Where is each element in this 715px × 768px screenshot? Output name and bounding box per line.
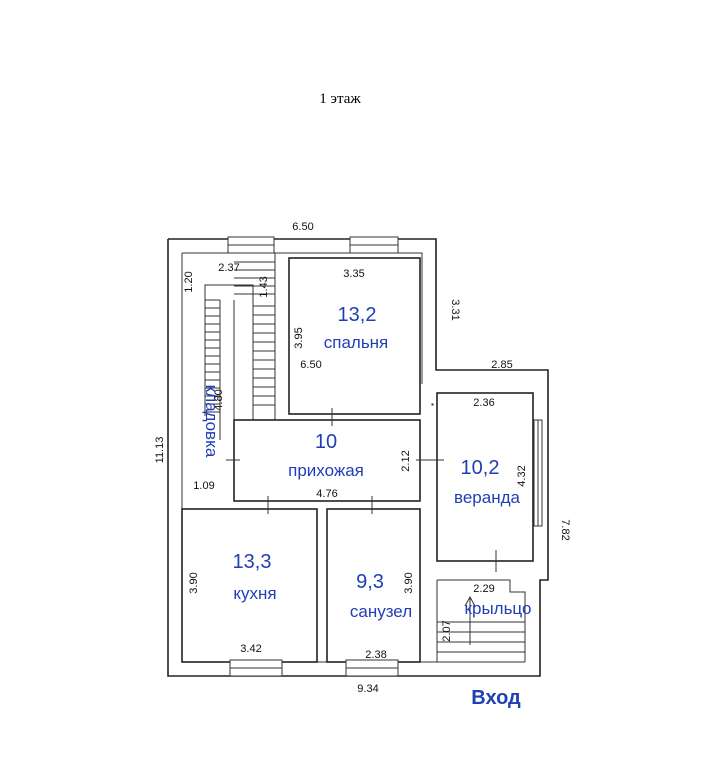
dim-bath-width: 2.38: [365, 649, 386, 661]
dim-bedroom-height: 3.95: [293, 327, 305, 348]
hall-area: 10: [315, 431, 337, 453]
entry-arrow: [464, 595, 476, 645]
dim-kitchen-height: 3.90: [188, 572, 200, 593]
door-markers: [226, 408, 497, 572]
bedroom-area: 13,2: [338, 304, 377, 326]
dim-veranda-width: 2.36: [473, 397, 494, 409]
bedroom: [288, 257, 421, 415]
dim-stair-left: 1.20: [183, 271, 195, 292]
kitchen-area: 13,3: [233, 551, 272, 573]
dim-veranda-outer: 2.85: [491, 359, 512, 371]
dim-stair-width: 2.37: [218, 262, 239, 274]
dim-storage-height: 4.80: [213, 389, 225, 410]
dim-stair-right: 1.43: [258, 276, 270, 297]
staircase: [204, 253, 276, 440]
bottom-windows: [229, 659, 399, 677]
veranda-name: веранда: [454, 488, 521, 507]
dim-hall-height: 2.12: [400, 450, 412, 471]
dim-bath-height: 3.90: [403, 572, 415, 593]
dim-top-width: 6.50: [292, 221, 313, 233]
dim-right-offset: 3.31: [449, 299, 461, 320]
dim-kitchen-width: 3.42: [240, 643, 261, 655]
dim-porch-height: 2.07: [441, 620, 453, 641]
dim-bottom-width: 9.34: [357, 683, 378, 695]
dim-right-total: 7.82: [559, 519, 571, 540]
entry-label: Вход: [471, 687, 521, 709]
storage-name: кладовка: [202, 385, 221, 458]
porch-steps: [436, 579, 526, 662]
bathroom-area: 9,3: [356, 571, 384, 593]
bedroom-name: спальня: [324, 333, 389, 352]
dim-bedroom-width: 3.35: [343, 268, 364, 280]
dim-storage-width: 1.09: [193, 480, 214, 492]
room-labels: 13,2 спальня 10 прихожая 10,2 веранда 13…: [202, 304, 531, 709]
top-windows: [227, 236, 399, 254]
hall-name: прихожая: [288, 461, 364, 480]
dim-bedroom-inner: 6.50: [300, 359, 321, 371]
dimensions: 6.50 2.37 1.20 1.43 3.35 3.95 6.50 3.31 …: [154, 221, 571, 695]
dim-total-height: 11.13: [154, 437, 166, 464]
dim-veranda-height: 4.32: [516, 465, 528, 486]
floor-title: 1 этаж: [319, 91, 361, 107]
dim-hall-width: 4.76: [316, 488, 337, 500]
porch-name: крыльцо: [465, 599, 532, 618]
dim-porch-width: 2.29: [473, 583, 494, 595]
veranda-area: 10,2: [461, 457, 500, 479]
veranda: [436, 392, 534, 562]
kitchen-name: кухня: [233, 584, 276, 603]
bathroom-name: санузел: [350, 602, 412, 621]
